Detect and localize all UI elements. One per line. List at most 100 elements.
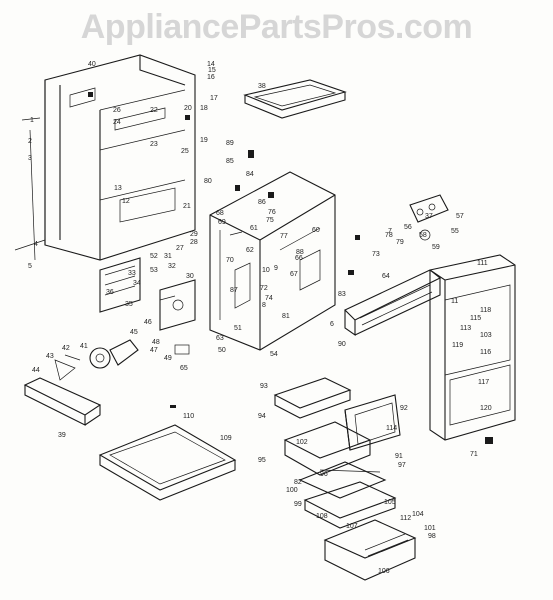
callout-45: 45	[130, 329, 138, 336]
callout-86: 86	[258, 199, 266, 206]
callout-32: 32	[168, 263, 176, 270]
cabinet-shell	[14, 54, 196, 261]
callout-94: 94	[258, 413, 266, 420]
callout-118: 118	[480, 307, 491, 314]
callout-110: 110	[183, 413, 194, 420]
callout-47: 47	[150, 347, 158, 354]
callout-80: 80	[204, 178, 212, 185]
callout-30: 30	[186, 273, 194, 280]
callout-48: 48	[152, 339, 160, 346]
callout-113: 113	[460, 325, 471, 332]
callout-108: 108	[316, 513, 328, 520]
callout-76: 76	[268, 209, 276, 216]
callout-114: 114	[386, 425, 397, 432]
small-parts	[88, 92, 493, 444]
callout-14: 14	[207, 61, 215, 68]
callout-71: 71	[470, 451, 478, 458]
fan-motor	[54, 339, 139, 381]
callout-84: 84	[246, 171, 254, 178]
callout-67: 67	[290, 271, 298, 278]
evaporator	[99, 257, 196, 331]
callout-34: 34	[133, 280, 141, 287]
callout-43: 43	[46, 353, 54, 360]
callout-labels: 38 40 14 16 17 22 26 24 23 18 20 19 25 8…	[28, 61, 492, 575]
callout-37: 37	[425, 213, 433, 220]
callout-59: 59	[432, 244, 440, 251]
callout-102: 102	[296, 439, 308, 446]
callout-100: 100	[286, 487, 298, 494]
callout-78: 78	[385, 232, 393, 239]
callout-98: 98	[428, 533, 436, 540]
callout-93: 93	[260, 383, 268, 390]
callout-96: 96	[320, 471, 328, 478]
callout-31: 31	[164, 253, 172, 260]
callout-105: 105	[384, 499, 396, 506]
callout-11: 11	[451, 298, 458, 305]
callout-6: 6	[330, 321, 334, 328]
callout-117: 117	[478, 379, 489, 386]
callout-13: 13	[114, 185, 122, 192]
callout-20: 20	[184, 105, 192, 112]
callout-36: 36	[106, 289, 114, 296]
callout-22: 22	[150, 107, 158, 114]
callout-54: 54	[270, 351, 278, 358]
callout-18: 18	[200, 105, 208, 112]
callout-27: 27	[176, 245, 184, 252]
callout-29: 29	[190, 231, 198, 238]
callout-58: 58	[419, 232, 427, 239]
callout-56: 56	[404, 224, 412, 231]
callout-72: 72	[260, 285, 268, 292]
callout-119: 119	[452, 342, 463, 349]
callout-50: 50	[218, 347, 226, 354]
callout-120: 120	[480, 405, 492, 412]
callout-68: 68	[216, 210, 224, 217]
callout-82: 82	[294, 479, 302, 486]
callout-85: 85	[226, 158, 234, 165]
control-unit	[409, 194, 449, 241]
callout-40: 40	[88, 61, 96, 68]
callout-53: 53	[150, 267, 158, 274]
callout-112: 112	[400, 515, 411, 522]
callout-81: 81	[282, 313, 290, 320]
callout-109: 109	[220, 435, 232, 442]
callout-3: 3	[28, 155, 32, 162]
freezer-liner	[209, 171, 336, 351]
callout-28: 28	[190, 239, 198, 246]
callout-49: 49	[164, 355, 172, 362]
callout-42: 42	[62, 345, 70, 352]
callout-38: 38	[258, 83, 266, 90]
callout-41: 41	[80, 343, 88, 350]
callout-5: 5	[28, 263, 32, 270]
callout-70: 70	[226, 257, 234, 264]
callout-15: 15	[208, 67, 216, 74]
callout-1: 1	[30, 117, 34, 124]
callout-39: 39	[58, 432, 66, 439]
callout-26: 26	[113, 107, 121, 114]
callout-46: 46	[144, 319, 152, 326]
callout-44: 44	[32, 367, 40, 374]
callout-104: 104	[412, 511, 424, 518]
callout-21: 21	[183, 203, 191, 210]
crisper-drawers	[273, 377, 417, 581]
callout-19: 19	[200, 137, 208, 144]
callout-75: 75	[266, 217, 274, 224]
callout-97: 97	[398, 462, 406, 469]
callout-101: 101	[424, 525, 436, 532]
drain-pan	[23, 377, 102, 426]
callout-55: 55	[451, 228, 459, 235]
callout-8: 8	[262, 302, 266, 309]
callout-24: 24	[113, 119, 121, 126]
callout-89: 89	[226, 140, 234, 147]
callout-77: 77	[280, 233, 288, 240]
watermark: AppliancePartsPros.com	[80, 8, 473, 46]
callout-16: 16	[207, 74, 215, 81]
callout-111: 111	[477, 260, 488, 267]
callout-35: 35	[125, 301, 133, 308]
bottom-tray	[98, 424, 237, 501]
callout-60: 60	[312, 227, 320, 234]
callout-66: 66	[295, 255, 303, 262]
callout-74: 74	[265, 295, 273, 302]
callout-107: 107	[346, 523, 358, 530]
